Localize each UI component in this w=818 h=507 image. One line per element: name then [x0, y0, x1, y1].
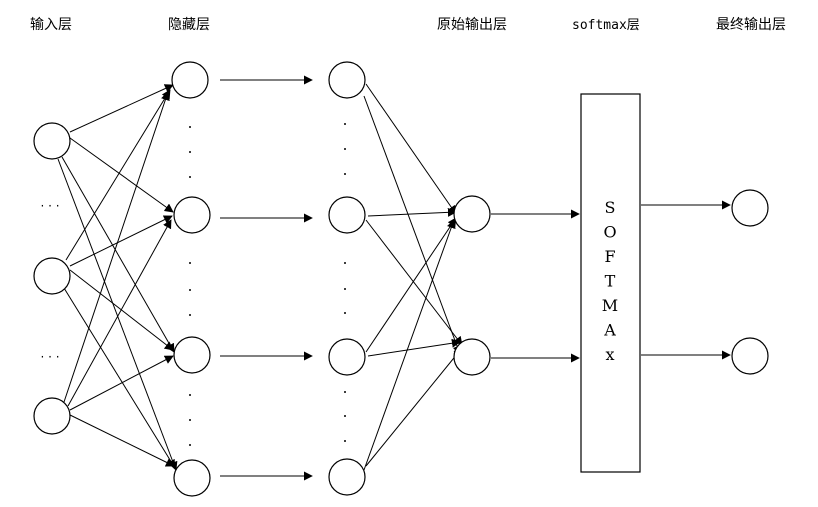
hidden-forward-arrows	[220, 75, 313, 481]
vertical-ellipsis-dots	[189, 123, 346, 446]
hidden-node	[173, 196, 211, 234]
softmax-letter: x	[605, 345, 614, 364]
raw-output-node	[453, 338, 491, 376]
raw-output-nodes	[453, 195, 491, 376]
softmax-letter: M	[602, 296, 618, 315]
hidden-node	[328, 458, 366, 496]
softmax-letter: T	[605, 272, 616, 291]
input-layer-label: 输入层	[30, 17, 72, 33]
final-output-nodes	[731, 189, 769, 375]
input-node	[33, 122, 71, 160]
input-ellipsis-1: · · ·	[40, 199, 59, 213]
softmax-letter: S	[605, 198, 616, 217]
hidden-node	[173, 459, 211, 497]
hidden-nodes-1	[171, 61, 211, 497]
raw-output-layer-label: 原始输出层	[437, 17, 507, 33]
softmax-letter: O	[603, 223, 616, 242]
input-ellipsis-2: · · ·	[40, 350, 59, 364]
hidden-node	[171, 61, 209, 99]
final-output-node	[731, 189, 769, 227]
input-node	[33, 257, 71, 295]
input-nodes	[33, 122, 71, 435]
softmax-letter: A	[603, 321, 616, 340]
input-hidden-connections	[57, 84, 178, 471]
raw-output-node	[453, 195, 491, 233]
final-output-layer-label: 最终输出层	[716, 17, 786, 33]
softmax-letter: F	[604, 247, 615, 266]
hidden-nodes-2	[328, 61, 366, 496]
hidden-layer-label: 隐藏层	[168, 17, 210, 33]
softmax-box	[580, 93, 641, 473]
hidden-node	[173, 336, 211, 374]
softmax-final-arrows	[641, 200, 731, 360]
raw-softmax-arrows	[491, 209, 580, 363]
input-node	[33, 397, 71, 435]
hidden-node	[328, 61, 366, 99]
hidden-node	[328, 338, 366, 376]
hidden-raw-output-connections	[363, 83, 463, 471]
hidden-node	[328, 196, 366, 234]
softmax-layer-label: softmax层	[572, 18, 640, 33]
final-output-node	[731, 337, 769, 375]
